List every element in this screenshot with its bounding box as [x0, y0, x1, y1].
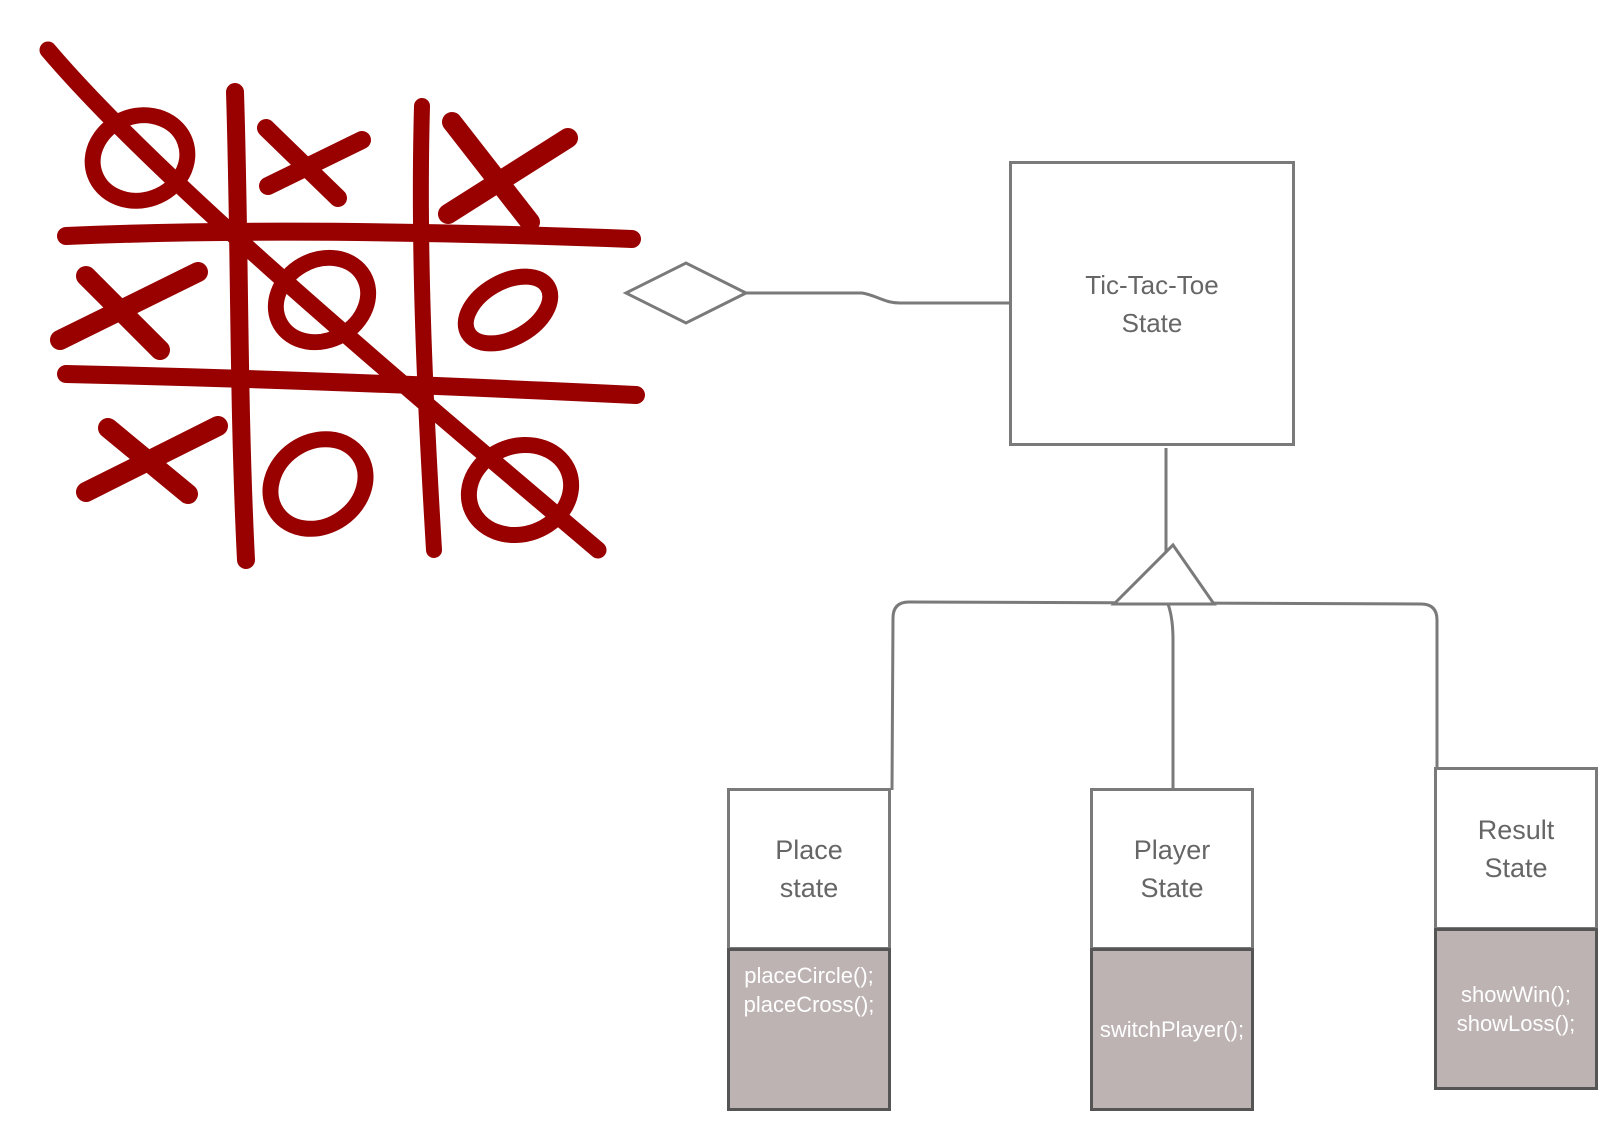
aggregation-connector — [622, 261, 1009, 325]
result-state-title-line2: State — [1484, 852, 1548, 883]
inheritance-bus — [890, 600, 1439, 791]
result-state-methods-box: showWin(); showLoss(); — [1434, 928, 1598, 1090]
main-state-title-line2: State — [1121, 307, 1183, 338]
tic-tac-toe-state-box: Tic-Tac-Toe State — [1009, 161, 1295, 446]
player-state-title-line2: State — [1140, 873, 1204, 903]
aggregation-diamond — [622, 261, 750, 325]
tic-tac-toe-logo-icon — [39, 41, 645, 569]
aggregation-line — [746, 291, 1009, 305]
method-place-circle: placeCircle(); — [744, 963, 874, 988]
inheritance-branch-player — [1166, 603, 1175, 788]
inheritance-connector — [890, 448, 1439, 791]
method-place-cross: placeCross(); — [743, 992, 875, 1017]
result-state-title-line1: Result — [1477, 814, 1555, 845]
inheritance-triangle — [1110, 542, 1217, 606]
place-state-title-line2: state — [779, 873, 839, 903]
place-state-methods-box: placeCircle(); placeCross(); — [727, 948, 891, 1111]
player-state-name-box: Player State — [1090, 788, 1254, 950]
player-state-title-line1: Player — [1133, 835, 1211, 865]
place-state-name-box: Place state — [727, 788, 891, 950]
place-state-title-line1: Place — [775, 835, 843, 865]
player-state-methods-box: switchPlayer(); — [1090, 948, 1254, 1111]
method-show-loss: showLoss(); — [1456, 1011, 1576, 1036]
method-show-win: showWin(); — [1460, 982, 1571, 1007]
method-switch-player: switchPlayer(); — [1099, 1017, 1245, 1042]
main-state-title-line1: Tic-Tac-Toe — [1085, 269, 1219, 300]
result-state-name-box: Result State — [1434, 767, 1598, 930]
